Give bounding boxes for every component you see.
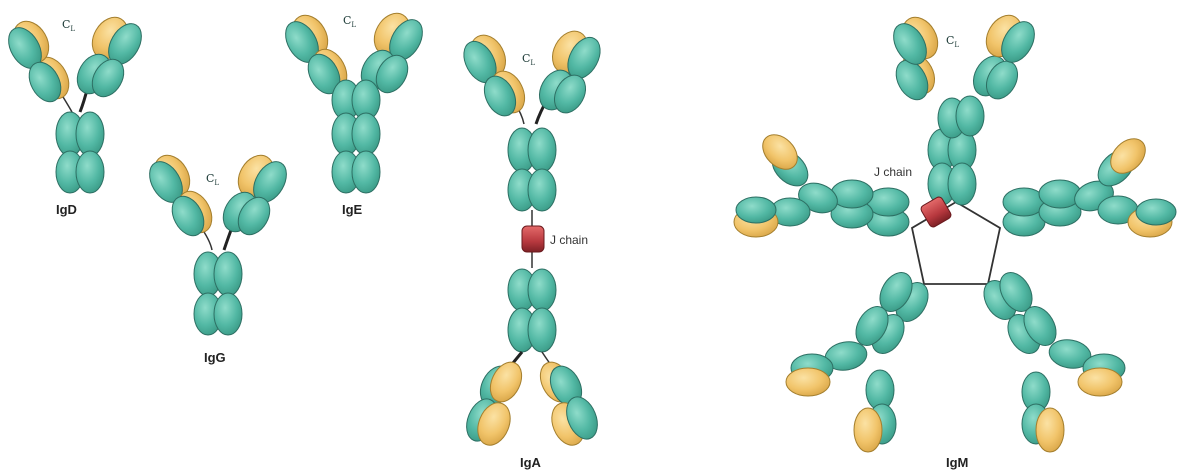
domain-label-cl: C [343,14,351,27]
igm-antibody: CL [734,9,1176,470]
igm-left-monomer [734,128,909,237]
igg-fc-domain [214,252,242,296]
svg-text:CL: CL [946,34,959,49]
igg-label: IgG [204,350,226,365]
svg-text:CL: CL [343,14,356,29]
ige-fc-domain [352,151,380,193]
igd-label: IgD [56,202,77,217]
igm-bottom-left-monomer [786,267,935,452]
igg-fc-domain [214,293,242,335]
ige-fc-domain [352,113,380,155]
iga-fc-domain [528,269,556,311]
iga-fc-domain [528,128,556,172]
iga-j-chain [522,226,544,252]
domain-label-cl: C [522,52,530,65]
iga-fc-domain [528,169,556,211]
igd-fc-domain [76,151,104,193]
igm-label: IgM [946,455,968,470]
igm-bottom-right-monomer [977,267,1125,452]
igg-antibody: CL IgG [143,149,293,365]
svg-text:CL: CL [62,18,75,33]
ige-antibody: CL IgE [279,7,429,217]
domain-label-cl: C [206,172,214,185]
igm-right-monomer [1003,132,1176,237]
svg-text:CL: CL [522,52,535,67]
ige-label: IgE [342,202,363,217]
iga-label: IgA [520,455,542,470]
iga-fc-domain [528,308,556,352]
iga-j-chain-label: J chain [550,233,588,247]
igd-fc-domain [76,112,104,156]
domain-label-cl: C [62,18,70,31]
igd-antibody: CL IgD [2,11,148,217]
igm-j-chain-label: J chain [874,165,912,179]
domain-label-cl: C [946,34,954,47]
iga-antibody: J chain CL IgA [457,25,606,470]
svg-text:CL: CL [206,172,219,187]
